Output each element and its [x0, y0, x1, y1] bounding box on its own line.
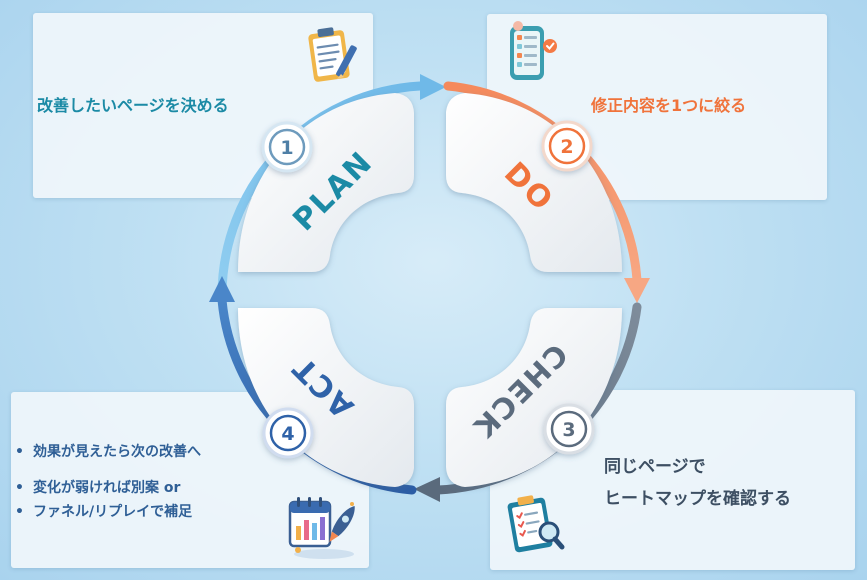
- check-description-line-1: 同じページで: [604, 457, 706, 477]
- act-bullet-2: 変化が弱ければ別案 or: [13, 476, 201, 500]
- act-bullet-1: 効果が見えたら次の改善へ: [13, 440, 201, 464]
- act-bullet-3: ファネル/リプレイで補足: [13, 500, 201, 524]
- check-description: 同じページで ヒートマップを確認する: [604, 451, 791, 515]
- step-4-badge: 4: [262, 407, 314, 459]
- check-description-line-2: ヒートマップを確認する: [604, 489, 791, 509]
- phone-checklist-icon: [510, 21, 557, 80]
- calendar-rocket-icon: [288, 497, 355, 559]
- check-arrowhead: [414, 477, 440, 502]
- plan-description: 改善したいページを決める: [37, 96, 229, 115]
- step-4-number: 4: [281, 423, 294, 445]
- do-description: 修正内容を1つに絞る: [591, 96, 747, 115]
- plan-arrowhead: [420, 74, 446, 100]
- act-tile: [238, 308, 414, 487]
- check-tile: [446, 308, 622, 487]
- step-2-badge: 2: [541, 120, 593, 172]
- step-2-number: 2: [560, 136, 573, 158]
- act-arrowhead: [209, 276, 235, 302]
- clipboard-pencil-icon: [308, 27, 357, 82]
- step-3-badge: 3: [543, 403, 595, 455]
- step-1-number: 1: [280, 137, 293, 159]
- do-arrowhead: [624, 278, 650, 303]
- clipboard-magnifier-icon: [507, 495, 565, 553]
- act-bullet-list: 効果が見えたら次の改善へ 変化が弱ければ別案 or ファネル/リプレイで補足: [13, 440, 201, 536]
- do-tile: [446, 93, 622, 272]
- plan-tile: [238, 93, 414, 272]
- step-1-badge: 1: [261, 121, 313, 173]
- step-3-number: 3: [562, 419, 575, 441]
